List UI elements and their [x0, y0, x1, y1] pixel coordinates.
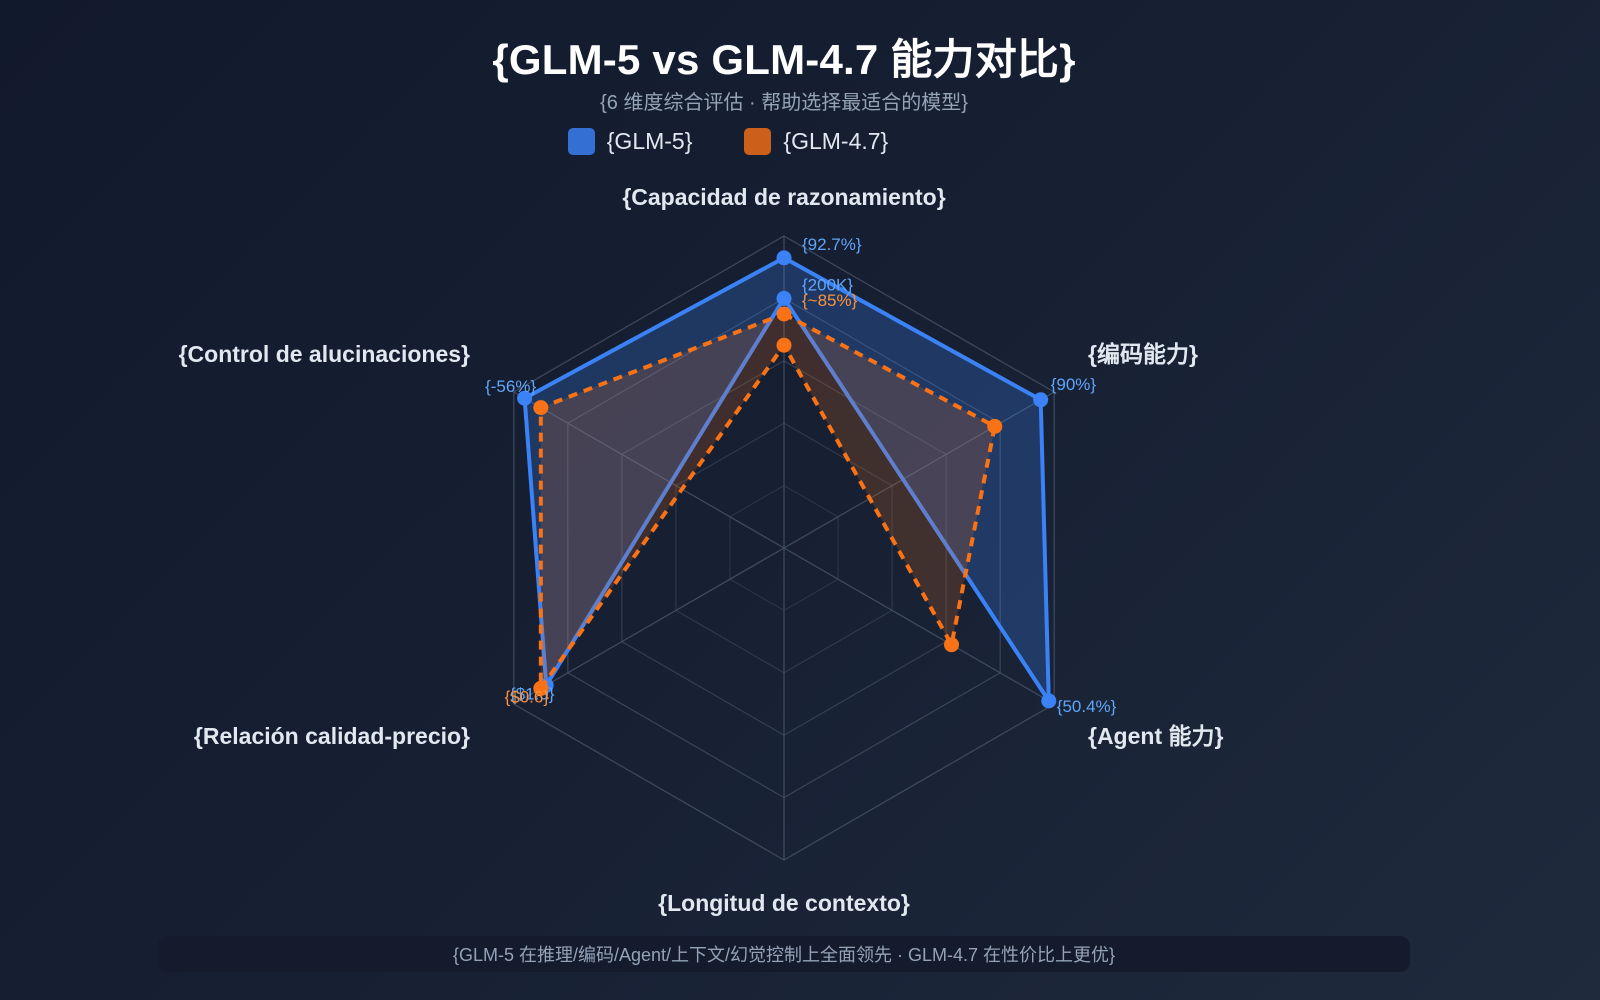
legend-swatch-glm5: [567, 128, 595, 155]
data-point-glm47[interactable]: [987, 418, 1003, 434]
data-point-glm47[interactable]: [533, 400, 549, 416]
value-label-glm5: {92.7%}: [802, 235, 862, 254]
data-point-glm5[interactable]: [776, 290, 792, 306]
series-glm5: {92.7%}{90%}{50.4%}{200K}{$1.0}{-56%}: [485, 235, 1117, 716]
legend: {GLM-5} {GLM-4.7}: [0, 128, 1456, 155]
series-glm47: {~85%} {$0.6}: [505, 291, 1003, 706]
value-label-glm5: {200K}: [802, 275, 853, 294]
axis-spoke: [783, 547, 1055, 705]
axis-spoke: [513, 391, 785, 549]
value-label-glm5: {50.4%}: [1057, 697, 1117, 716]
data-point-glm5[interactable]: [1041, 693, 1057, 709]
data-point-glm47[interactable]: [776, 306, 792, 322]
axis-label: {Control de alucinaciones}: [179, 341, 470, 367]
axis-label: {Longitud de contexto}: [658, 890, 910, 916]
data-point-glm5[interactable]: [776, 250, 792, 266]
footer-note: {GLM-5 在推理/编码/Agent/上下文/幻觉控制上全面领先 · GLM-…: [158, 936, 1410, 972]
legend-label-glm47: {GLM-4.7}: [783, 128, 889, 154]
axis-label: {Capacidad de razonamiento}: [622, 184, 945, 210]
data-point-glm47[interactable]: [533, 680, 549, 696]
legend-swatch-glm47: [744, 128, 772, 155]
chart-subtitle: {6 维度综合评估 · 帮助选择最适合的模型}: [600, 92, 968, 114]
legend-item-glm47[interactable]: {GLM-4.7}: [744, 128, 888, 155]
footer-note-text: {GLM-5 在推理/编码/Agent/上下文/幻觉控制上全面领先 · GLM-…: [452, 945, 1116, 965]
value-label-glm47: {$0.6}: [505, 687, 550, 706]
value-label-glm5: {-56%}: [485, 377, 536, 396]
data-point-glm47[interactable]: [944, 637, 960, 653]
axis-label: {Relación calidad-precio}: [194, 723, 470, 749]
radar-grid: [513, 235, 1055, 861]
chart-title: {GLM-5 vs GLM-4.7 能力对比}: [492, 36, 1076, 83]
legend-item-glm5[interactable]: {GLM-5}: [567, 128, 693, 155]
axis-label: {编码能力}: [1088, 341, 1198, 367]
data-point-glm47[interactable]: [776, 337, 792, 353]
legend-label-glm5: {GLM-5}: [606, 128, 693, 154]
axis-spoke: [783, 391, 1055, 549]
data-point-glm5[interactable]: [517, 390, 533, 406]
axis-label: {Agent 能力}: [1088, 723, 1224, 749]
axis-spoke: [513, 547, 785, 705]
data-point-glm5[interactable]: [1033, 392, 1049, 408]
value-label-glm5: {90%}: [1051, 375, 1097, 394]
value-label-glm47: {~85%}: [802, 291, 858, 310]
